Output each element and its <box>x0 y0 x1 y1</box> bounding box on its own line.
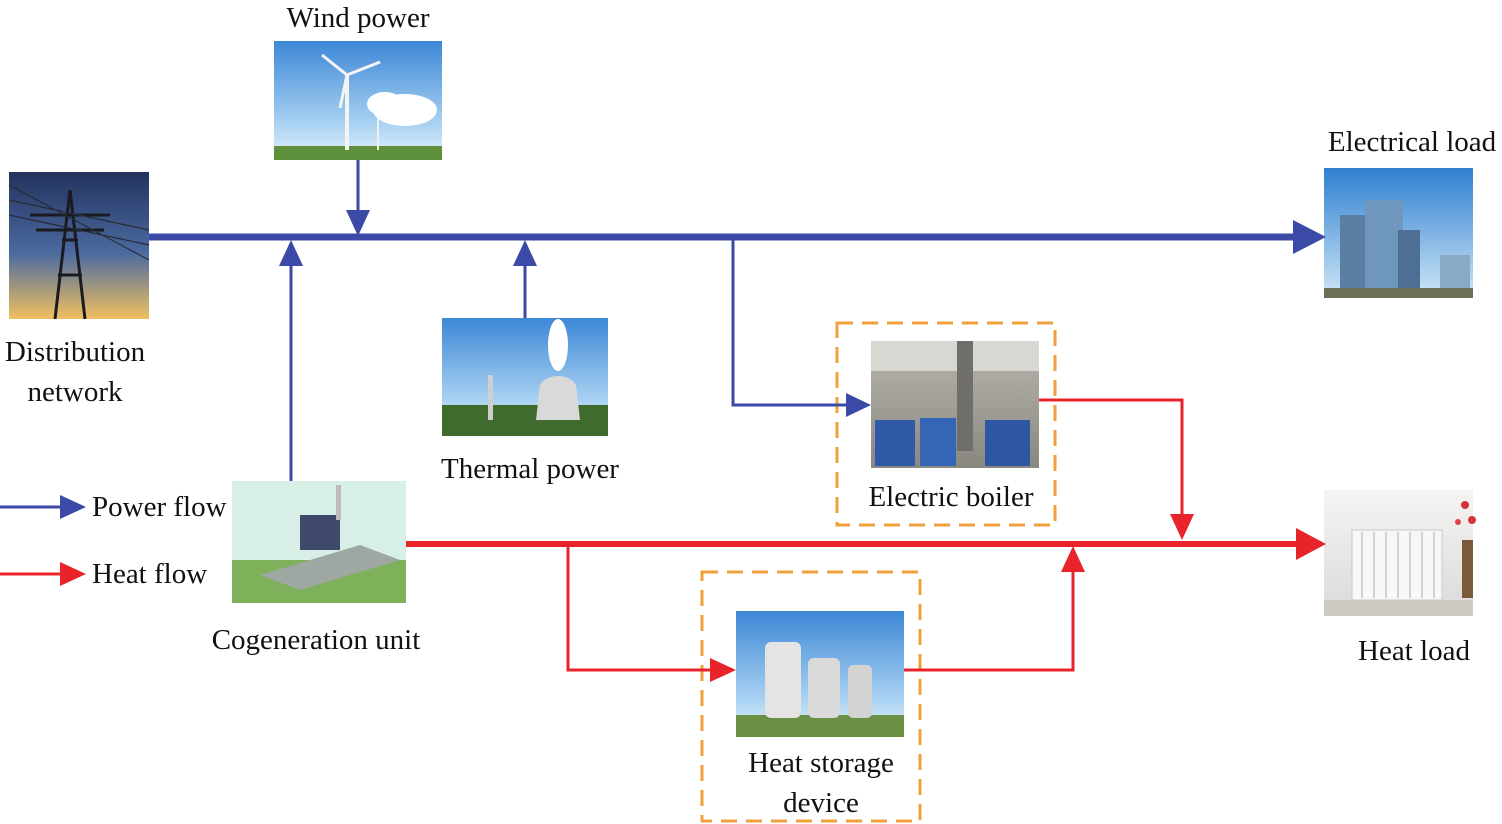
radiator-photo <box>1324 490 1476 616</box>
wind-turbine-photo <box>274 41 442 160</box>
distribution-network-label-line2: network <box>27 376 123 408</box>
power-flow-legend-label: Power flow <box>92 491 227 523</box>
heat-storage-box <box>700 570 922 823</box>
storage-in-arrowhead <box>710 658 736 682</box>
electrical-load-arrowhead <box>1293 220 1326 254</box>
legend <box>0 495 86 586</box>
wind-arrowhead <box>346 210 370 236</box>
storage-out-arrowhead <box>1061 546 1085 572</box>
legend-power-arrowhead <box>60 495 86 519</box>
heat-storage-label-line1: Heat storage <box>748 747 894 779</box>
heat-flow-network <box>406 398 1300 672</box>
heat-flow-legend-label: Heat flow <box>92 558 208 590</box>
boiler-room-photo <box>871 341 1039 468</box>
electric-boiler-label: Electric boiler <box>868 481 1034 513</box>
wind-power-label: Wind power <box>286 2 430 34</box>
boiler-heat-arrowhead <box>1170 514 1194 540</box>
heat-load-label: Heat load <box>1358 635 1470 667</box>
boiler-arrowhead <box>846 393 871 417</box>
storage-tanks-photo <box>736 611 904 737</box>
thermal-arrowhead <box>513 240 537 266</box>
legend-heat-arrowhead <box>60 562 86 586</box>
power-flow-arrowheads <box>279 210 1326 417</box>
bus-to-boiler-line <box>731 237 848 407</box>
boiler-to-heat-line <box>1039 398 1184 516</box>
heat-storage-label-line2: device <box>783 787 859 819</box>
chp-plant-photo <box>232 481 406 603</box>
heat-load-arrowhead <box>1296 528 1326 560</box>
cogeneration-unit-label: Cogeneration unit <box>211 624 421 656</box>
transmission-tower-photo <box>8 172 150 320</box>
heat-flow-arrowheads <box>710 514 1326 682</box>
power-flow-network <box>149 160 1300 481</box>
cooling-tower-photo <box>442 318 608 436</box>
chp-arrowhead <box>279 240 303 266</box>
city-buildings-photo <box>1324 168 1473 298</box>
storage-to-bus-line <box>904 570 1075 672</box>
thermal-power-label: Thermal power <box>441 453 619 485</box>
electric-boiler-box <box>835 321 1057 527</box>
distribution-network-label-line1: Distribution <box>4 336 146 368</box>
bus-to-storage-line <box>566 544 710 672</box>
electrical-load-label: Electrical load <box>1327 126 1497 158</box>
